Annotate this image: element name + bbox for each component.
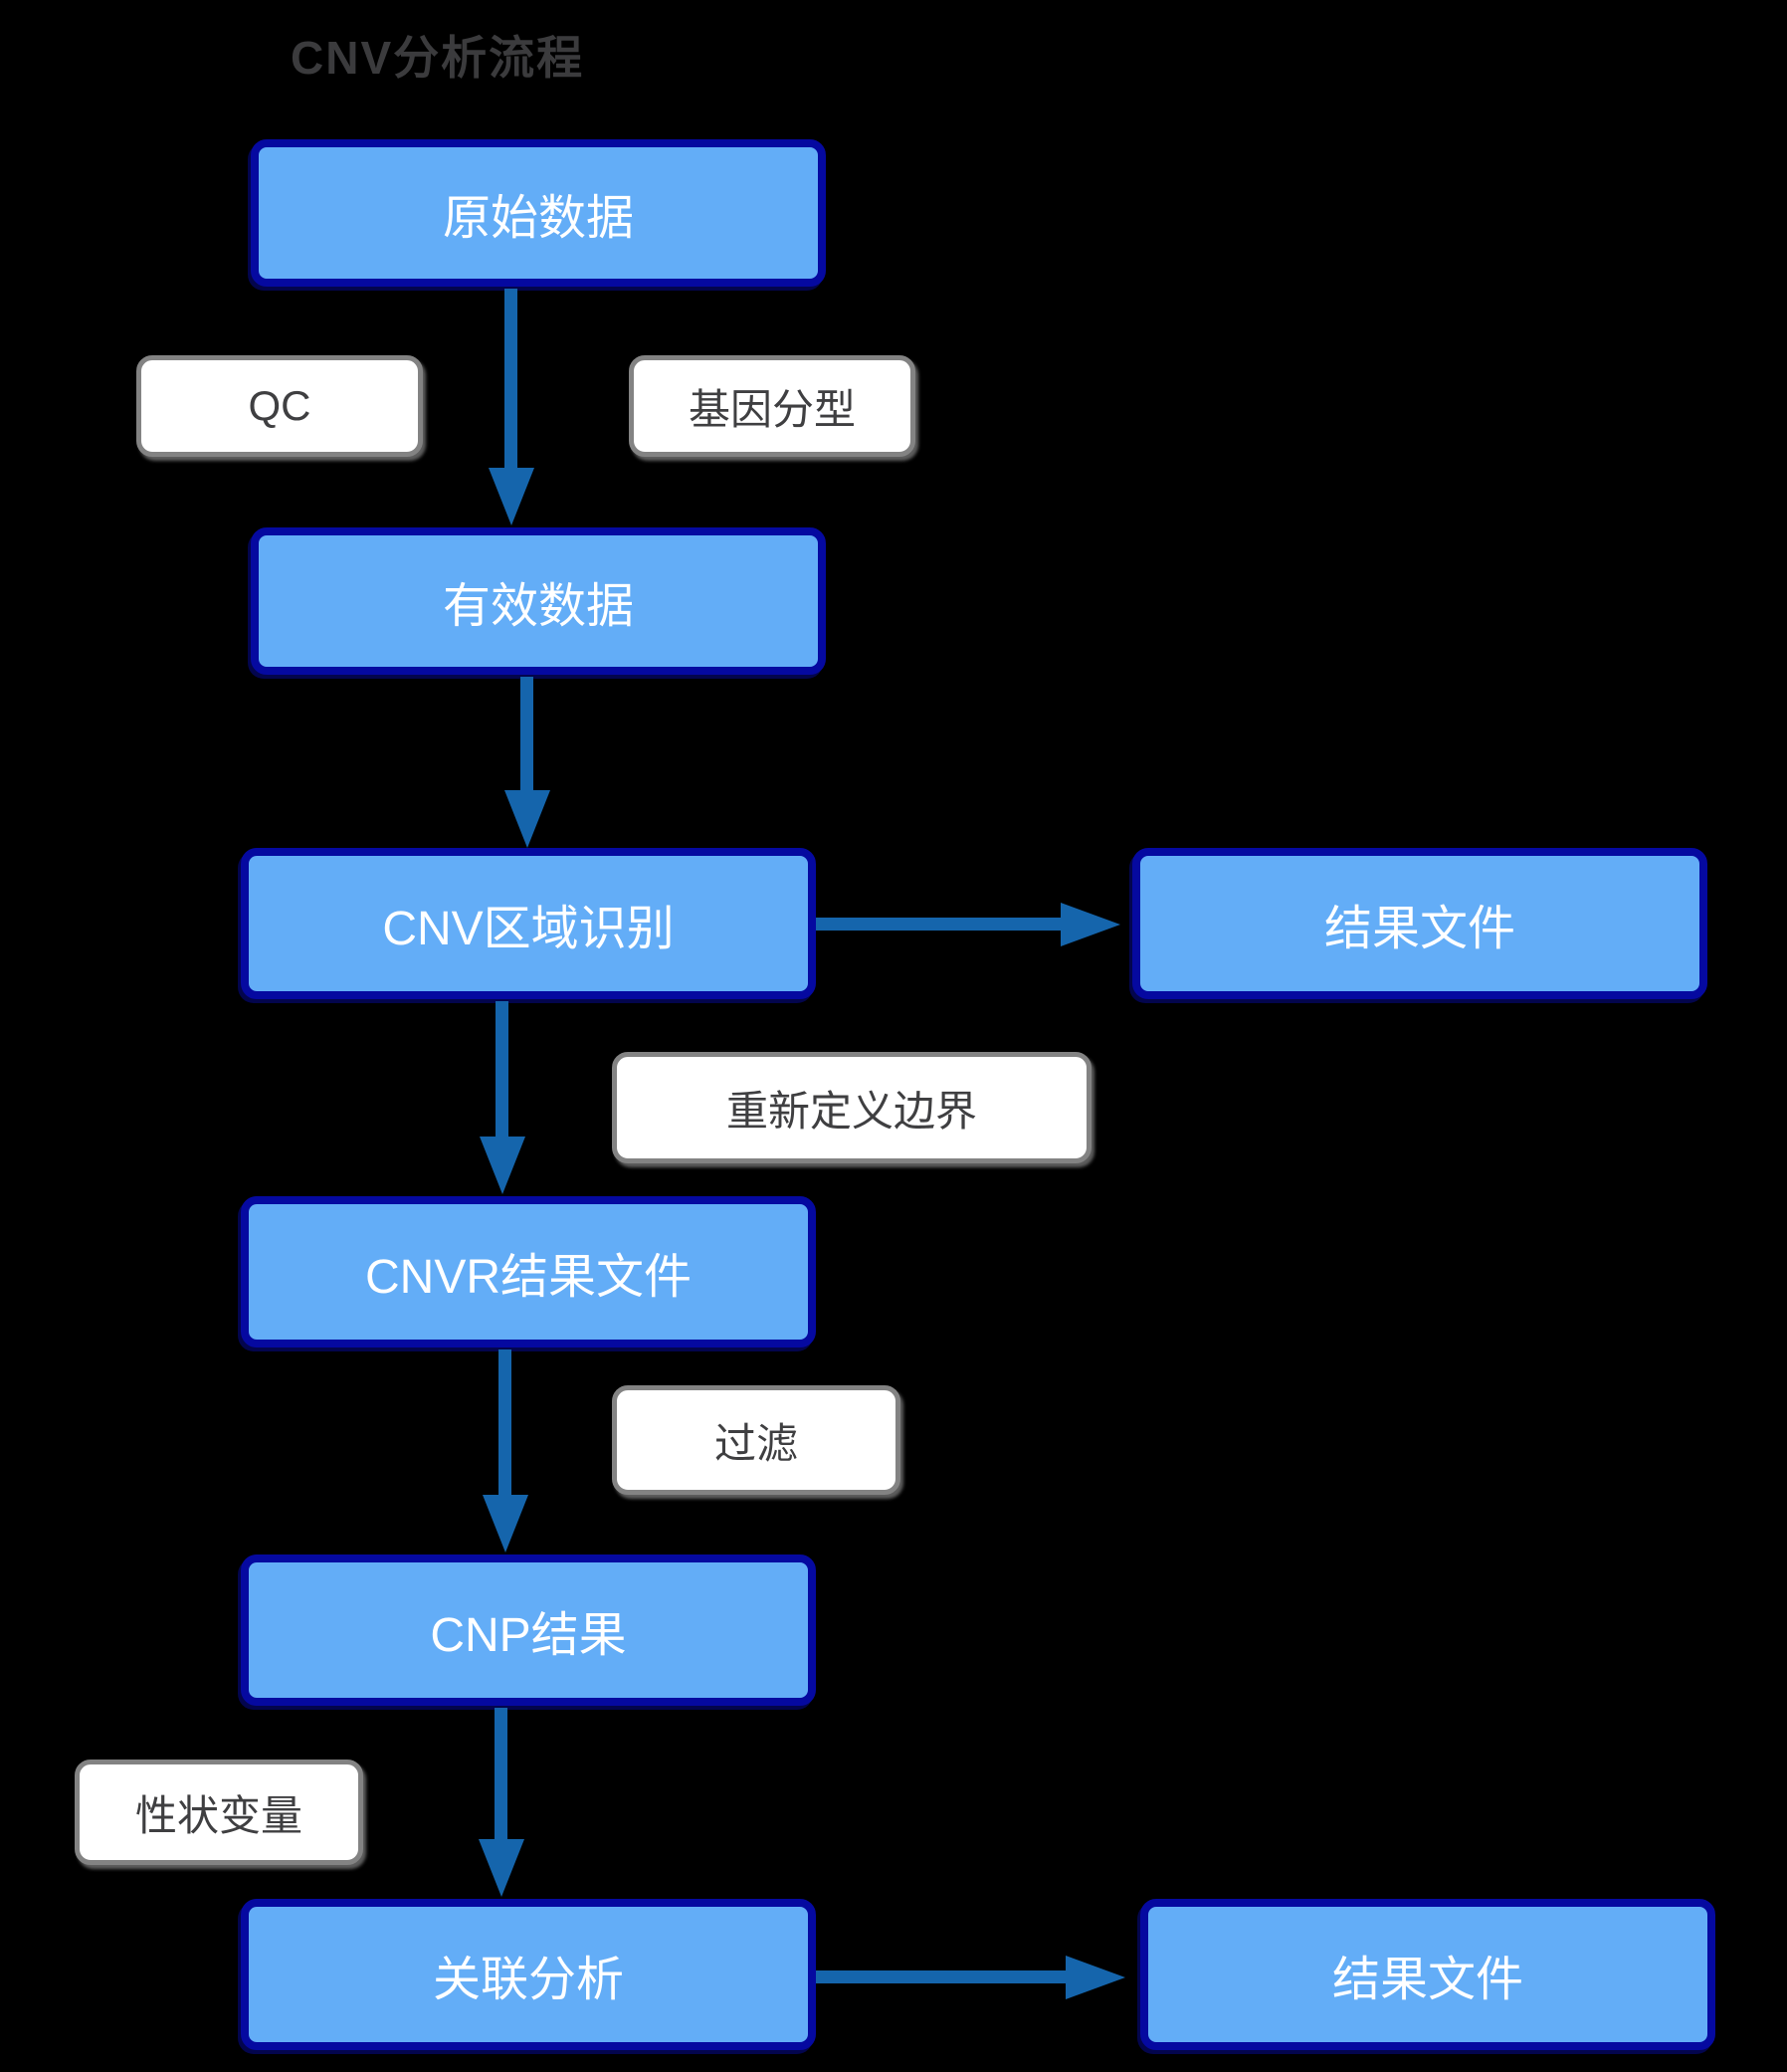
arrowhead-down-icon xyxy=(483,1495,528,1553)
arrowhead-down-icon xyxy=(480,1137,525,1194)
node-association: 关联分析 xyxy=(241,1899,816,2050)
node-cnv-region: CNV区域识别 xyxy=(241,848,816,999)
node-result-file-1: 结果文件 xyxy=(1132,848,1707,999)
diagram-title: CNV分析流程 xyxy=(291,32,585,84)
arrowhead-right-icon xyxy=(1066,1956,1125,1999)
arrow-raw-to-valid xyxy=(504,289,517,474)
arrowhead-down-icon xyxy=(479,1839,524,1897)
arrow-association-to-result xyxy=(816,1970,1070,1983)
arrow-valid-to-cnvregion xyxy=(520,677,533,796)
arrow-cnp-to-association xyxy=(495,1708,507,1843)
node-raw-data: 原始数据 xyxy=(251,139,826,287)
arrowhead-down-icon xyxy=(504,790,550,848)
edge-label-redefine-boundary: 重新定义边界 xyxy=(612,1052,1092,1163)
node-result-file-2: 结果文件 xyxy=(1140,1899,1715,2050)
node-valid-data: 有效数据 xyxy=(251,527,826,675)
node-cnp-result: CNP结果 xyxy=(241,1554,816,1706)
arrow-cnvr-to-cnp xyxy=(498,1349,511,1499)
arrow-cnvregion-to-result xyxy=(816,918,1065,931)
arrowhead-down-icon xyxy=(489,468,534,525)
edge-label-qc: QC xyxy=(136,355,423,457)
edge-label-trait-variable: 性状变量 xyxy=(75,1760,363,1865)
edge-label-filter: 过滤 xyxy=(612,1385,900,1495)
arrowhead-right-icon xyxy=(1061,903,1120,946)
edge-label-genotyping: 基因分型 xyxy=(629,355,915,457)
node-cnvr-result: CNVR结果文件 xyxy=(241,1196,816,1347)
arrow-cnvregion-to-cnvr xyxy=(496,1001,508,1140)
